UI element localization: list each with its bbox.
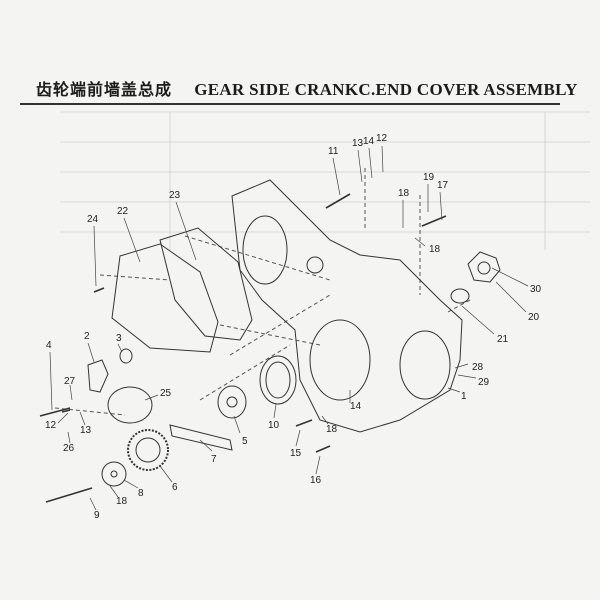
part-label: 1: [461, 391, 467, 402]
part-label: 12: [45, 420, 57, 431]
part-labels: 11 13 14 12 18 19 17 18 23 22 24 30 20 2…: [45, 133, 542, 521]
housing-seal-bore: [309, 319, 371, 401]
part-label: 15: [290, 448, 302, 459]
hub-5-center: [226, 396, 238, 408]
gear-6-hub: [135, 437, 161, 463]
part-label: 18: [398, 188, 410, 199]
title-chinese: 齿轮端前墙盖总成: [36, 80, 173, 99]
seal-10: [259, 355, 297, 405]
ring-3: [119, 348, 133, 364]
bolt-15: [295, 419, 313, 427]
part-label: 20: [528, 312, 540, 323]
part-label: 16: [310, 475, 322, 486]
bolt-4: [39, 407, 71, 417]
part-label: 13: [80, 425, 92, 436]
elbow-2: [87, 359, 109, 393]
part-label: 18: [429, 244, 441, 255]
background-table-ghost: [60, 111, 590, 250]
bolt-24: [93, 287, 105, 293]
part-label: 6: [172, 482, 178, 493]
part-label: 18: [326, 424, 338, 435]
part-label: 25: [160, 388, 172, 399]
part-label: 17: [437, 180, 449, 191]
part-label: 30: [530, 284, 542, 295]
housing-bore-right: [399, 330, 451, 400]
housing-bore-left: [242, 215, 288, 285]
part-label: 21: [497, 334, 509, 345]
part-label: 29: [478, 377, 490, 388]
part-label: 24: [87, 214, 99, 225]
cap-30: [467, 251, 501, 283]
part-label: 5: [242, 436, 248, 447]
alignment-dashes: [54, 168, 471, 416]
part-label: 14: [363, 136, 375, 147]
part-label: 3: [116, 333, 122, 344]
part-label: 27: [64, 376, 76, 387]
seal-10-inner: [265, 361, 291, 399]
o-ring-21: [450, 288, 470, 304]
washer-8-center: [110, 470, 118, 478]
part-label: 13: [352, 138, 364, 149]
cap-center: [477, 261, 491, 275]
bolt-9: [45, 487, 93, 503]
part-label: 19: [423, 172, 435, 183]
gear-6: [127, 429, 169, 471]
part-label: 11: [328, 146, 339, 157]
part-label: 26: [63, 443, 75, 454]
bolt-12-left: [61, 409, 71, 413]
bolt-16: [315, 445, 331, 453]
part-label: 8: [138, 488, 144, 499]
part-label: 28: [472, 362, 484, 373]
leader-lines: [49, 145, 529, 511]
part-label: 14: [350, 401, 362, 412]
hub-5: [217, 385, 247, 419]
part-label: 10: [268, 420, 280, 431]
title-english: GEAR SIDE CRANKC.END COVER ASSEMBLY: [194, 80, 578, 99]
shaft-7: [169, 424, 233, 451]
gasket-23: [159, 227, 253, 341]
title-underline: [20, 103, 560, 105]
part-label: 18: [116, 496, 128, 507]
part-label: 12: [376, 133, 388, 144]
bolt-17: [421, 215, 447, 227]
part-label: 23: [169, 190, 181, 201]
part-label: 2: [84, 331, 90, 342]
part-label: 7: [211, 454, 217, 465]
part-label: 22: [117, 206, 129, 217]
bolts: [39, 193, 447, 503]
washer-8: [101, 461, 127, 487]
cover-plate-25: [107, 386, 153, 424]
part-label: 4: [46, 340, 52, 351]
housing-1: [231, 179, 463, 433]
page-title: 齿轮端前墙盖总成 GEAR SIDE CRANKC.END COVER ASSE…: [36, 76, 578, 100]
bolt-11: [325, 193, 351, 209]
part-label: 9: [94, 510, 100, 521]
housing-hole: [306, 256, 324, 274]
